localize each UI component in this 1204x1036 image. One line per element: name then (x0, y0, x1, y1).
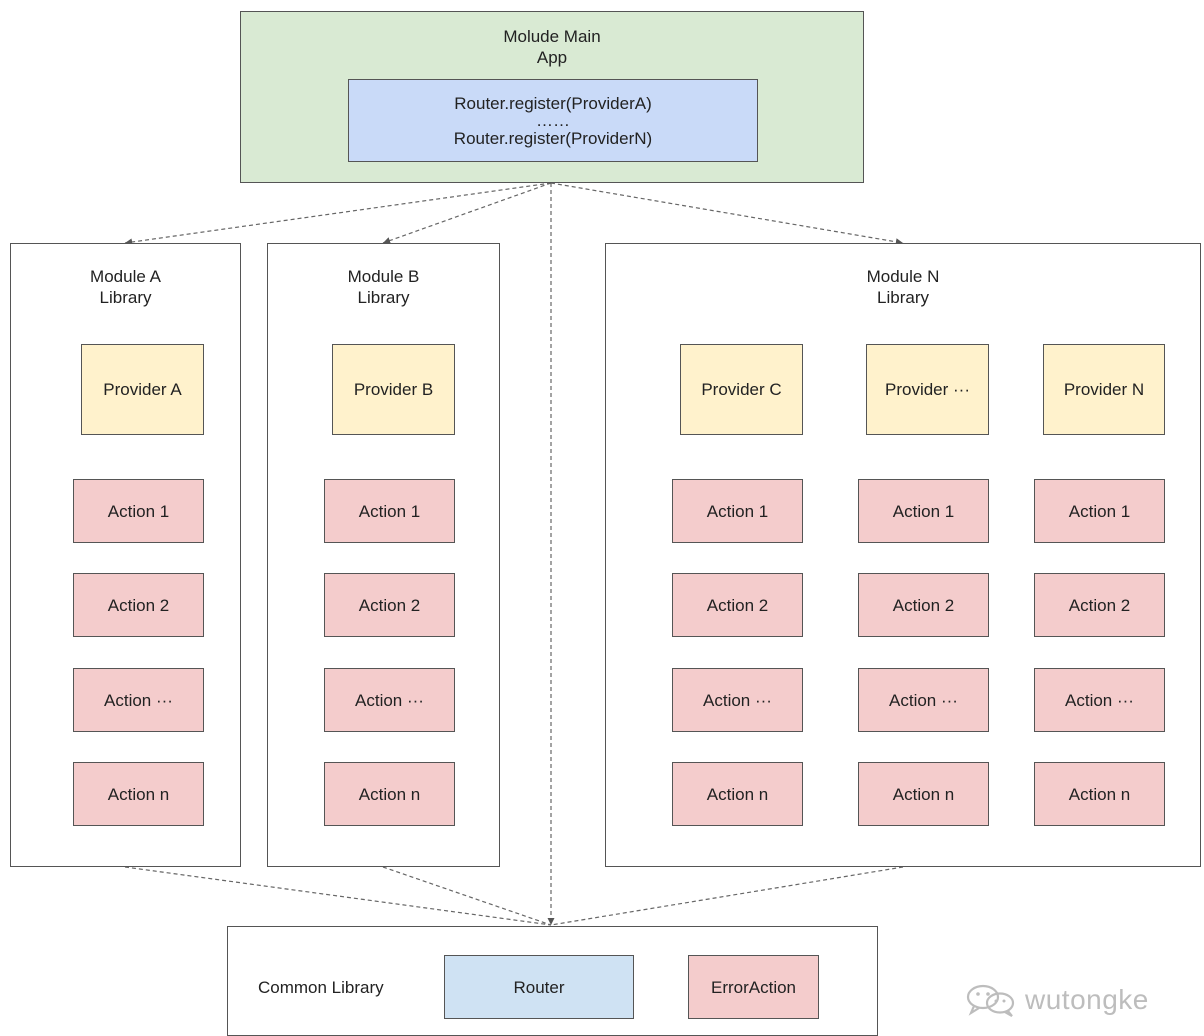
provider-n-box: Provider N (1043, 344, 1165, 435)
provider-etc-action-1-label: Action 1 (892, 501, 955, 521)
provider-etc-action-etc: Action ··· (858, 668, 989, 732)
module-b-action-etc-label: Action ··· (355, 690, 424, 710)
provider-n-action-n-label: Action n (1068, 784, 1131, 804)
dashed-lines-modules-to-common (124, 866, 904, 926)
provider-etc-action-n: Action n (858, 762, 989, 826)
router-register-box: Router.register(ProviderA) …… Router.reg… (348, 79, 758, 162)
module-b-title-line1: Module B (347, 267, 420, 286)
provider-n-action-etc: Action ··· (1034, 668, 1165, 732)
provider-n-label: Provider N (1063, 380, 1145, 399)
module-a-action-n: Action n (73, 762, 204, 826)
module-n-title-line1: Module N (866, 267, 940, 286)
router-box: Router (444, 955, 634, 1019)
provider-a-box: Provider A (81, 344, 204, 435)
provider-n-action-2-label: Action 2 (1068, 595, 1131, 615)
provider-etc-action-n-label: Action n (892, 784, 955, 804)
module-n-title-line2: Library (877, 288, 929, 307)
module-b-action-n: Action n (324, 762, 455, 826)
module-b-action-1: Action 1 (324, 479, 455, 543)
module-b-action-n-label: Action n (358, 784, 421, 804)
common-library-label: Common Library (258, 978, 384, 997)
provider-c-action-etc: Action ··· (672, 668, 803, 732)
module-b-title-line2: Library (357, 288, 410, 307)
provider-n-action-2: Action 2 (1034, 573, 1165, 637)
provider-n-action-1-label: Action 1 (1068, 501, 1131, 521)
provider-c-label: Provider C (701, 380, 782, 399)
wechat-icon (966, 984, 1015, 1017)
provider-a-label: Provider A (103, 380, 182, 399)
provider-c-action-1: Action 1 (672, 479, 803, 543)
module-b-action-etc: Action ··· (324, 668, 455, 732)
module-a-action-2: Action 2 (73, 573, 204, 637)
module-b-action-1-label: Action 1 (358, 501, 421, 521)
router-label: Router (513, 977, 565, 997)
provider-etc-action-1: Action 1 (858, 479, 989, 543)
module-a-title-line1: Module A (90, 267, 161, 286)
main-app-title-line2: App (536, 48, 568, 67)
register-provider-a: Router.register(ProviderA) (454, 93, 652, 113)
provider-etc-box: Provider ··· (866, 344, 989, 435)
watermark: wutongke (965, 982, 1149, 1018)
module-a-action-1-label: Action 1 (107, 501, 170, 521)
provider-c-action-2: Action 2 (672, 573, 803, 637)
main-app-title-line1: Molude Main (503, 27, 601, 46)
provider-etc-action-etc-label: Action ··· (889, 690, 958, 710)
module-a-action-etc-label: Action ··· (104, 690, 173, 710)
provider-c-action-n: Action n (672, 762, 803, 826)
provider-n-action-1: Action 1 (1034, 479, 1165, 543)
provider-c-action-1-label: Action 1 (706, 501, 769, 521)
provider-n-action-n: Action n (1034, 762, 1165, 826)
error-action-label: ErrorAction (710, 977, 797, 997)
register-provider-n: Router.register(ProviderN) (453, 128, 653, 148)
provider-n-action-etc-label: Action ··· (1065, 690, 1134, 710)
module-b-action-2-label: Action 2 (358, 595, 421, 615)
provider-etc-action-2-label: Action 2 (892, 595, 955, 615)
provider-c-action-2-label: Action 2 (706, 595, 769, 615)
provider-etc-label: Provider ··· (884, 380, 970, 399)
provider-c-action-etc-label: Action ··· (703, 690, 772, 710)
module-a-action-n-label: Action n (107, 784, 170, 804)
watermark-text: wutongke (1025, 984, 1149, 1015)
provider-b-label: Provider B (353, 380, 434, 399)
module-a-title-line2: Library (99, 288, 152, 307)
provider-b-box: Provider B (332, 344, 455, 435)
module-a-action-2-label: Action 2 (107, 595, 170, 615)
module-a-action-1: Action 1 (73, 479, 204, 543)
register-ellipsis: …… (536, 110, 570, 130)
provider-etc-action-2: Action 2 (858, 573, 989, 637)
error-action-box: ErrorAction (688, 955, 819, 1019)
provider-c-action-n-label: Action n (706, 784, 769, 804)
module-a-action-etc: Action ··· (73, 668, 204, 732)
module-b-action-2: Action 2 (324, 573, 455, 637)
provider-c-box: Provider C (680, 344, 803, 435)
